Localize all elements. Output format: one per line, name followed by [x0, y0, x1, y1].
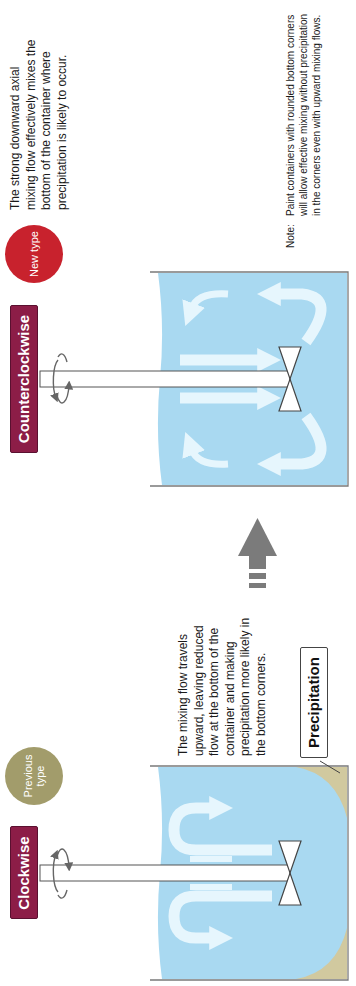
description-text: The strong downward axial mixing flow ef… — [8, 30, 70, 210]
badge-label: Previous type — [22, 751, 46, 801]
badge-label: New type — [28, 229, 40, 279]
type-badge: New type — [4, 224, 64, 284]
note-marker: Note: — [284, 216, 297, 248]
new-container — [40, 272, 348, 486]
badge-fill — [5, 747, 63, 805]
box-label: Counterclockwise — [15, 315, 33, 443]
leader-line — [320, 761, 340, 773]
transition-arrow — [238, 518, 277, 588]
description-text: The mixing flow travels upward, leaving … — [176, 606, 270, 756]
type-badge: Previous type — [4, 746, 64, 806]
box-label: Clockwise — [15, 836, 33, 909]
box-label: Precipitation — [305, 657, 323, 748]
direction-tag: Clockwise — [10, 827, 38, 920]
note-text: Paint containers with rounded bottom cor… — [284, 11, 323, 216]
previous-container — [40, 766, 348, 980]
direction-tag: Counterclockwise — [10, 305, 38, 453]
callout-box: Precipitation — [300, 647, 328, 758]
badge-fill — [5, 225, 63, 283]
